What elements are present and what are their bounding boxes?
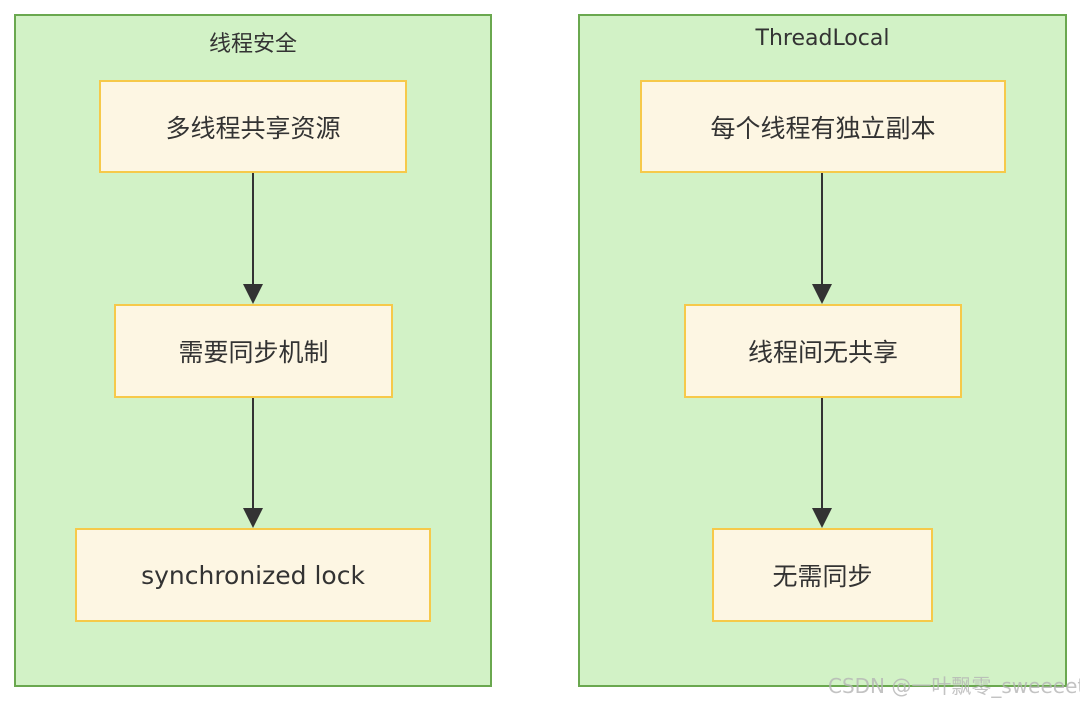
node-independent-copy: 每个线程有独立副本	[640, 80, 1006, 173]
node-no-sharing: 线程间无共享	[684, 304, 962, 398]
node-no-sync-needed: 无需同步	[712, 528, 933, 622]
node-need-sync: 需要同步机制	[114, 304, 393, 398]
watermark: CSDN @一叶飘零_sweeeet	[828, 674, 1080, 698]
cluster-title: 线程安全	[208, 32, 297, 57]
node-synchronized-lock: synchronized lock	[75, 528, 431, 622]
cluster-title: ThreadLocal	[755, 26, 890, 51]
node-shared-resource: 多线程共享资源	[99, 80, 407, 173]
